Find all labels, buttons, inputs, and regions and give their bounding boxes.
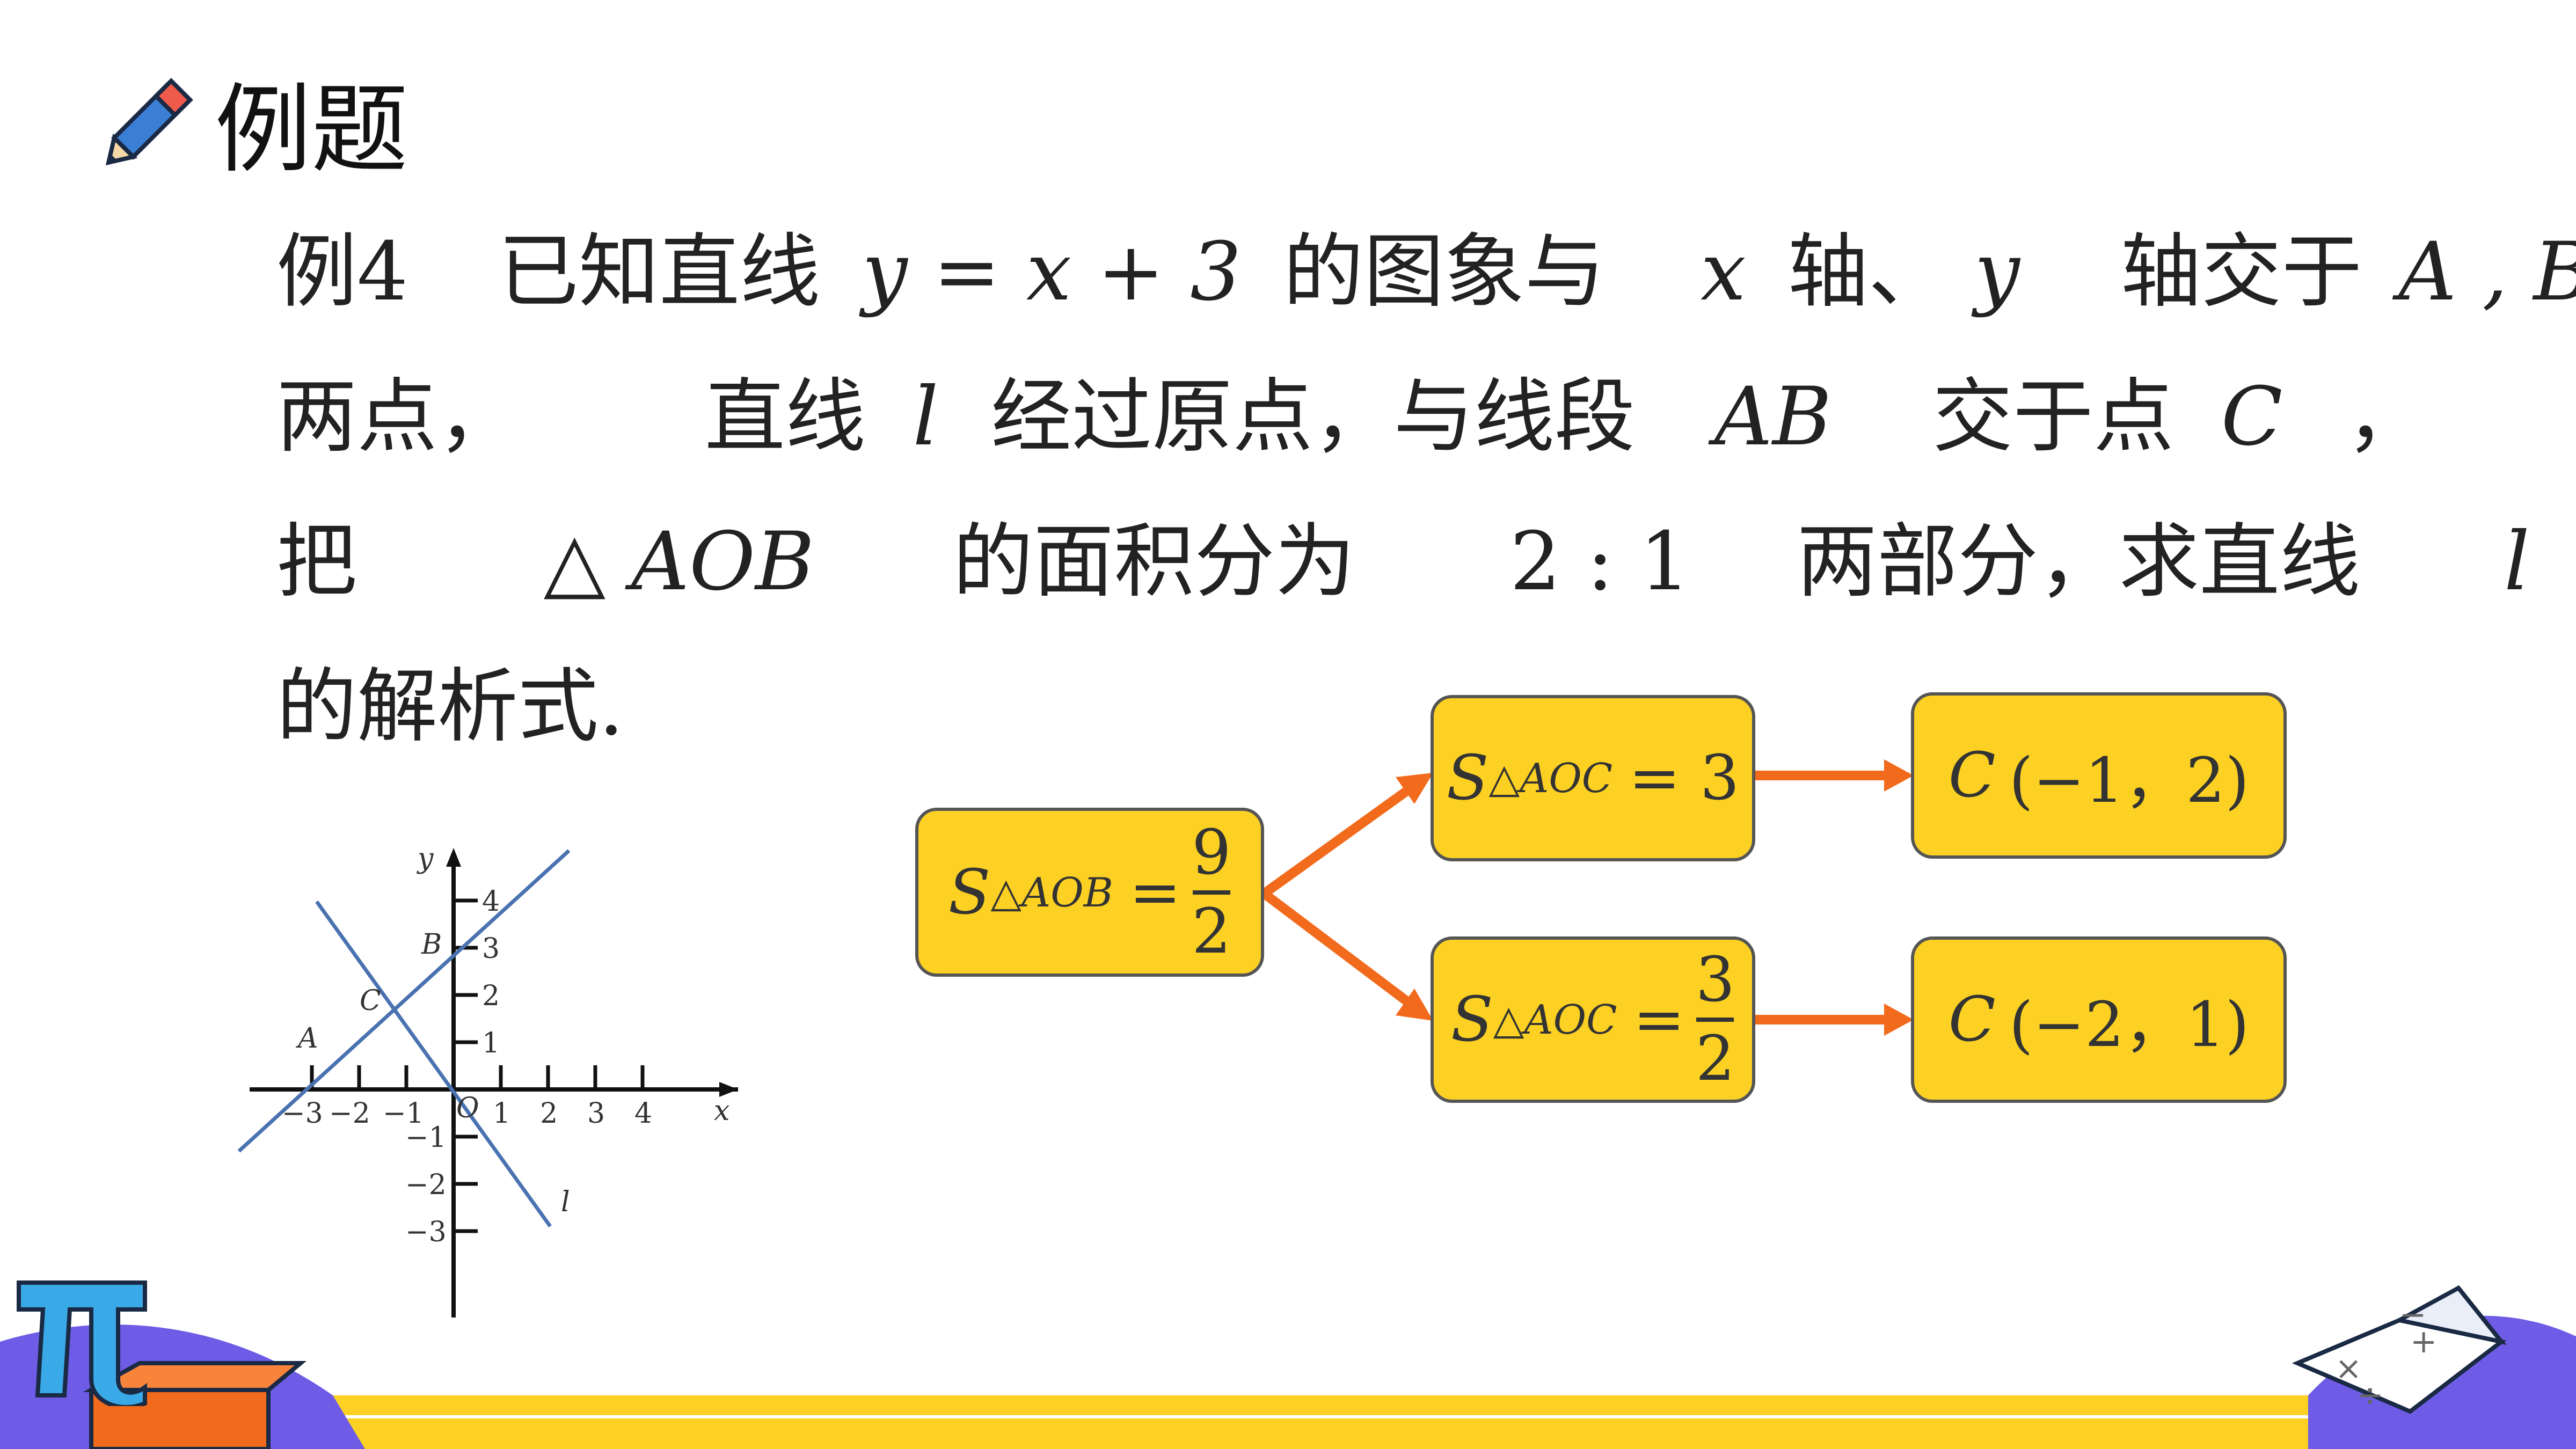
x-tick-label: 4 [634, 1097, 653, 1130]
point-a-label: A [298, 1022, 318, 1055]
origin-label: O [456, 1092, 479, 1124]
svg-text:÷: ÷ [2356, 1377, 2383, 1414]
var-x: x [1701, 225, 1746, 319]
text: 的解析式. [276, 660, 624, 753]
equals: = 3 [1629, 742, 1740, 814]
text: 直线 [704, 370, 866, 464]
line-l [315, 900, 552, 1228]
x-axis-label: x [714, 1095, 730, 1127]
s-symbol: S [1446, 742, 1489, 814]
subscript: △AOC [1488, 755, 1613, 802]
text: 的图象与 [1283, 225, 1606, 319]
x-tick-label: −1 [383, 1097, 424, 1130]
segment-ab: AB [1714, 370, 1832, 464]
y-axis-arrow [446, 848, 461, 867]
y-tick-label: 1 [482, 1027, 500, 1059]
box-c1: C (−1，2) [1911, 692, 2287, 859]
point-c: C [1948, 740, 1996, 811]
coordinates: (−1，2) [2009, 745, 2250, 817]
svg-text:+: + [2410, 1323, 2437, 1360]
numerator: 3 [1695, 944, 1735, 1016]
bottom-decoration [0, 1315, 2576, 1449]
arrow-to-aoc3 [1259, 779, 1422, 898]
box-s-aoc-3: S△AOC = 3 [1431, 695, 1755, 861]
triangle-aob: AOB [631, 515, 815, 609]
denominator: 2 [1695, 1023, 1735, 1095]
var-l: l [2504, 515, 2530, 609]
y-tick-label: −2 [405, 1169, 447, 1201]
point-c: C [1948, 984, 1996, 1056]
text: 两部分，求直线 [1797, 515, 2361, 609]
var-y: y [1974, 225, 2020, 319]
problem-line-4: 的解析式. [276, 641, 624, 758]
s-symbol: S [1450, 984, 1493, 1056]
problem-line-1: 例4 已知直线 y = x + 3 的图象与 x 轴、 y 轴交于 A , B [276, 207, 2576, 323]
text: 的面积分为 [952, 515, 1355, 609]
page-title: 例题 [215, 74, 408, 186]
triangle-symbol: △ [543, 515, 606, 609]
problem-line-3: 把 △ AOB 的面积分为 2 : 1 两部分，求直线 l [276, 496, 2530, 613]
var-l: l [913, 370, 939, 464]
subscript: △AOB [990, 868, 1113, 916]
numerator: 9 [1192, 816, 1231, 889]
problem-line-2: 两点， 直线 l 经过原点，与线段 AB 交于点 C ， [276, 352, 2426, 468]
points-ab: A , B [2398, 225, 2576, 319]
text: 交于点 [1932, 370, 2174, 464]
text: 两点， [276, 370, 519, 464]
text: 轴交于 [2120, 225, 2362, 319]
box-c2: C (−2，1) [1911, 936, 2287, 1103]
denominator: 2 [1192, 895, 1231, 968]
ratio: 2 : 1 [1509, 515, 1691, 609]
arrow-to-aoc32 [1259, 889, 1422, 1014]
text: 已知直线 [498, 225, 821, 319]
text: 经过原点，与线段 [991, 370, 1636, 464]
y-tick-label: −1 [405, 1122, 447, 1154]
equation: y = x + 3 [862, 225, 1242, 319]
y-tick-label: 2 [482, 980, 500, 1012]
book-icon: × ÷ − + [2292, 1285, 2507, 1414]
y-tick-label: 3 [482, 933, 500, 965]
equals: = [1129, 856, 1181, 928]
line-y-eq-x-plus-3 [237, 849, 571, 1153]
x-tick-label: −3 [282, 1097, 323, 1130]
text: ， [2346, 370, 2427, 464]
text: 轴、 [1787, 225, 1949, 319]
y-axis-label: y [418, 843, 434, 875]
subscript: △AOC [1493, 996, 1617, 1043]
coordinates: (−2，1) [2009, 989, 2250, 1061]
x-axis-arrow [719, 1082, 738, 1097]
pencil-icon [105, 78, 193, 166]
x-tick-label: 3 [587, 1097, 605, 1130]
example-label: 例4 [276, 225, 408, 319]
point-c-label: C [360, 985, 381, 1017]
point-b-label: B [421, 928, 442, 961]
svg-text:−: − [2399, 1296, 2426, 1334]
text: 把 [276, 515, 357, 609]
pi-icon [17, 1280, 147, 1406]
equals: = [1633, 984, 1685, 1056]
y-tick-label: −3 [405, 1216, 447, 1248]
s-symbol: S [948, 856, 991, 928]
y-tick-label: 4 [482, 885, 500, 918]
x-tick-label: 1 [493, 1097, 511, 1130]
line-l-label: l [561, 1186, 570, 1218]
svg-text:×: × [2335, 1350, 2362, 1387]
x-tick-label: −2 [329, 1097, 370, 1130]
point-c: C [2221, 370, 2283, 464]
x-tick-label: 2 [540, 1097, 558, 1130]
